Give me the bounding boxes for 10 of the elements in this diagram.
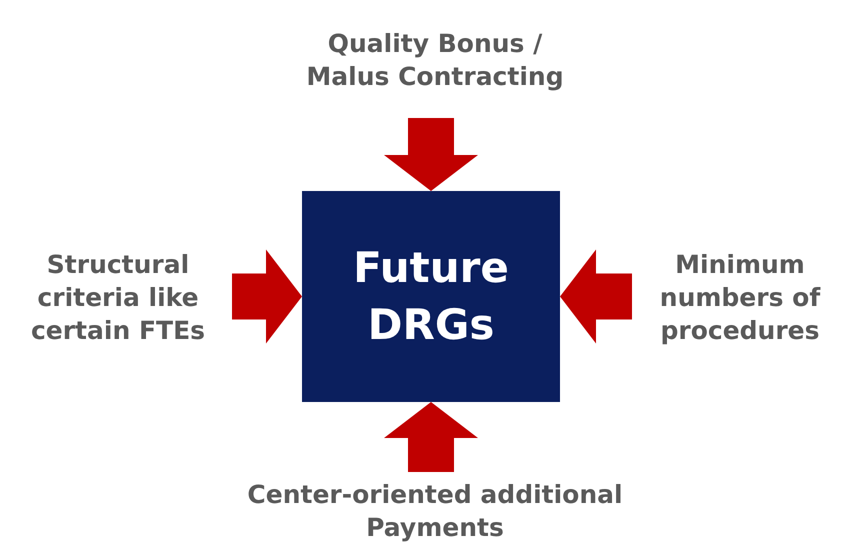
factor-label: Structural criteria like certain FTEs	[30, 249, 206, 347]
box-title: Future DRGs	[352, 242, 510, 350]
center-box	[302, 191, 560, 402]
block-arrow	[384, 402, 478, 472]
block-arrow	[384, 118, 478, 191]
factor-label: Minimum numbers of procedures	[658, 249, 822, 347]
factor-label: Quality Bonus / Malus Contracting	[305, 28, 565, 93]
factor-label: Center-oriented additional Payments	[246, 478, 624, 544]
block-arrow	[232, 250, 302, 344]
block-arrow	[560, 250, 632, 344]
